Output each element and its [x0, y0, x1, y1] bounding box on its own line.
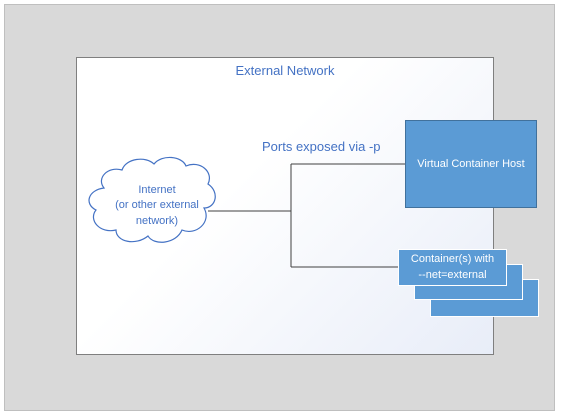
vch-label: Virtual Container Host [417, 157, 525, 170]
ports-exposed-label: Ports exposed via -p [262, 139, 381, 154]
containers-box: Container(s) with --net=external [398, 249, 507, 286]
virtual-container-host-box: Virtual Container Host [405, 120, 537, 208]
internet-label: Internet (or other external network) [92, 183, 222, 229]
internet-label-line2: (or other external [115, 199, 199, 212]
containers-label-line2: --net=external [418, 268, 487, 281]
internet-label-line1: Internet [138, 184, 176, 196]
external-network-title: External Network [235, 63, 335, 78]
internet-cloud [88, 156, 216, 243]
containers-label-line1: Container(s) with [410, 252, 495, 265]
internet-label-line3: network) [135, 214, 179, 227]
